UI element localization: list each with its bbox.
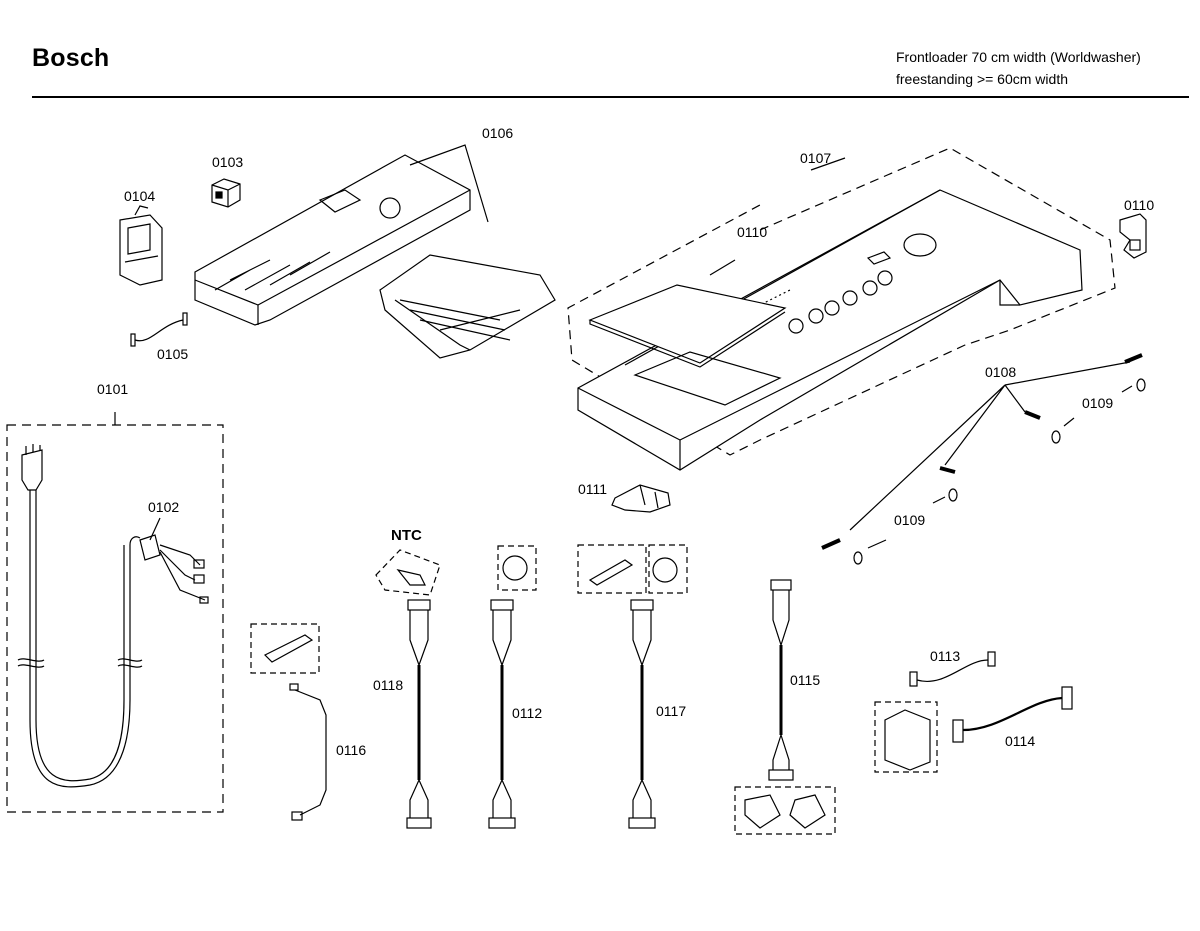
label-0114[interactable]: 0114	[1005, 733, 1036, 749]
part-0110-clip-left[interactable]	[611, 484, 671, 513]
part-0109-washers[interactable]	[853, 378, 1146, 565]
header-divider	[32, 96, 1189, 98]
label-0116[interactable]: 0118	[373, 677, 404, 693]
part-0106-control-module[interactable]	[194, 144, 556, 359]
label-0104[interactable]: 0104	[124, 188, 156, 204]
label-0118[interactable]: 0117	[656, 703, 687, 719]
part-0102-strain-relief[interactable]	[139, 517, 209, 604]
part-0117-heater-cable[interactable]	[250, 623, 327, 821]
part-0115-harness[interactable]	[734, 579, 836, 835]
label-0106[interactable]: 0106	[482, 125, 514, 141]
label-0113[interactable]: 0113	[930, 648, 961, 664]
model-description-line2: freestanding >= 60cm width	[896, 71, 1068, 87]
label-0108[interactable]: 0108	[985, 364, 1017, 380]
part-0118-harness[interactable]	[577, 544, 688, 829]
label-0111[interactable]: 0110	[737, 224, 768, 240]
part-0108-screws[interactable]	[821, 353, 1143, 550]
part-0110-clip-right[interactable]	[1119, 213, 1147, 259]
part-0101-power-cord-group[interactable]	[6, 412, 224, 813]
label-0109-right[interactable]: 0109	[1082, 395, 1114, 411]
part-0112-harness[interactable]	[488, 545, 537, 829]
part-0103-cube[interactable]	[211, 178, 241, 208]
label-0105[interactable]: 0105	[157, 346, 189, 362]
label-0102[interactable]: 0102	[148, 499, 180, 515]
brand-title: Bosch	[32, 44, 110, 72]
part-0116-harness[interactable]	[375, 549, 441, 829]
part-0104-suppressor[interactable]	[119, 205, 163, 286]
label-0103[interactable]: 0103	[212, 154, 244, 170]
part-0105-jumper[interactable]	[130, 312, 188, 347]
label-0109-left[interactable]: 0109	[894, 512, 926, 528]
label-0110-right[interactable]: 0110	[1124, 197, 1155, 213]
label-ntc: NTC	[391, 527, 422, 544]
model-description-line1: Frontloader 70 cm width (Worldwasher)	[896, 49, 1141, 65]
label-0107[interactable]: 0107	[800, 150, 832, 166]
label-0117[interactable]: 0116	[336, 742, 367, 758]
part-0107-fascia-group[interactable]	[107, 0, 1116, 471]
part-0113-cable[interactable]	[909, 651, 996, 687]
label-0115[interactable]: 0115	[790, 672, 821, 688]
label-0110-left[interactable]: 0111	[578, 481, 608, 497]
label-0101[interactable]: 0101	[97, 381, 129, 397]
part-0111-cover-plate[interactable]	[588, 259, 787, 406]
label-0112[interactable]: 0112	[512, 705, 543, 721]
part-0114-cable-door-lock[interactable]	[874, 686, 1073, 773]
